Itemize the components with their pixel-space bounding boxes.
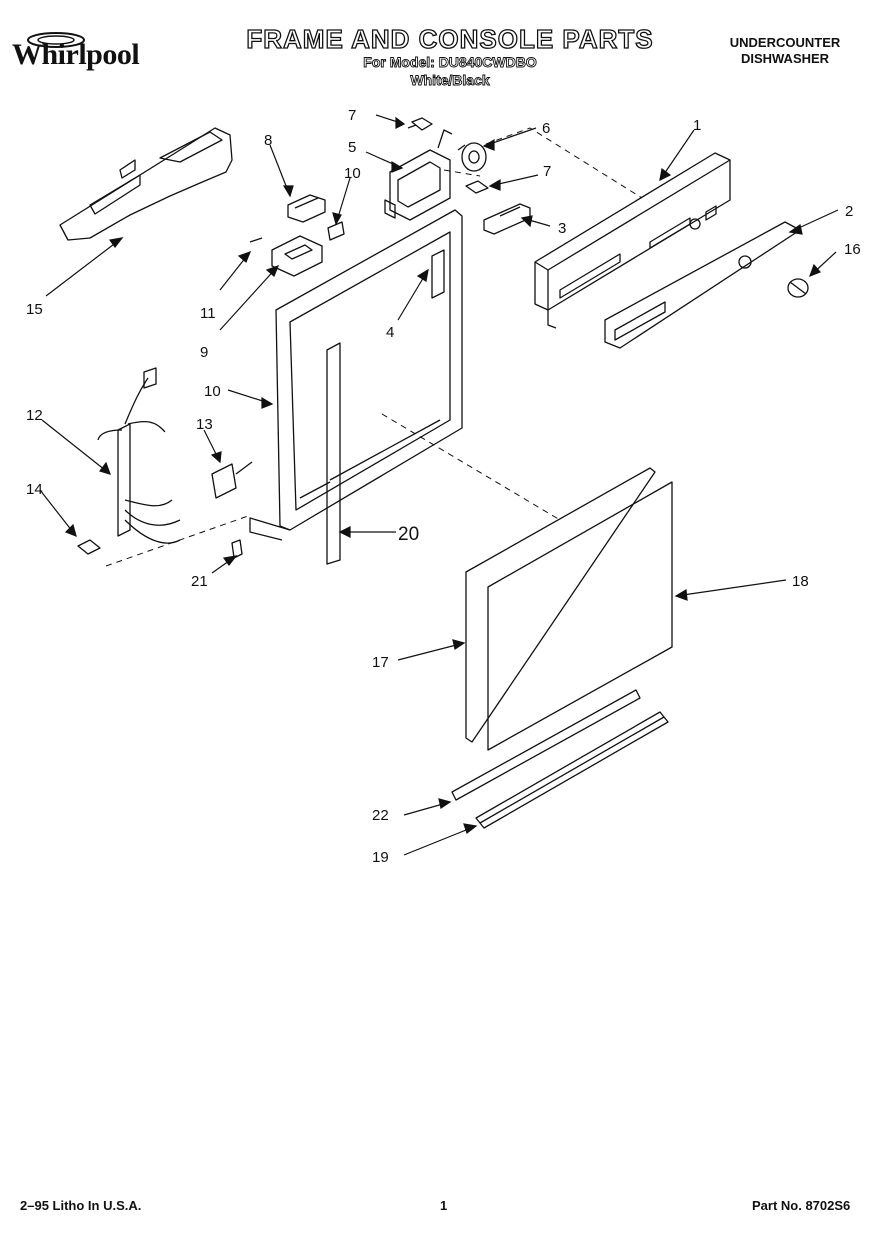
color-line: White/Black [410,72,490,89]
footer-part-number: Part No. 8702S6 [752,1198,851,1213]
part-17-knob [787,278,809,298]
part-12-pin [249,237,263,243]
appliance-type-line1: UNDERCOUNTER [729,35,841,50]
part-5-latch [384,129,453,221]
callout-4: 4 [386,324,394,341]
part-21-strip [326,342,341,565]
part-6-cam [457,142,487,172]
part-19-panel [487,481,673,751]
brand-name: Whirlpool [12,38,140,71]
model-line: For Model: DU840CWDBO [363,54,537,71]
part-11-clip [327,221,345,241]
callout-6: 6 [542,120,550,137]
part-10-holder [271,235,323,277]
callout-9: 8 [264,132,272,149]
part-22-clip [231,539,243,559]
part-23-trim [451,689,641,801]
part-18-panel [465,467,656,743]
part-14-switch [211,461,253,499]
callout-2: 2 [845,203,853,220]
callout-5: 5 [348,139,356,156]
callout-22: 21 [191,573,208,590]
part-4-plate [431,249,445,299]
callout-21: 20 [398,524,419,545]
part-8-frame [249,209,463,541]
callout-13: 12 [26,407,43,424]
whirlpool-logo: Whirlpool [8,30,178,80]
callout-16: 15 [26,301,43,318]
leader-lines [39,114,839,856]
logo-swirl-icon [27,32,85,48]
part-9-switch [287,194,326,223]
part-15-screw [77,539,101,555]
callout-12: 11 [200,305,216,322]
part-1-console [534,152,731,329]
part-16-bracket [59,127,233,241]
footer-page-number: 1 [440,1198,448,1213]
callout-14: 13 [196,416,213,433]
callout-17: 16 [844,241,861,258]
callout-7b: 7 [543,163,551,180]
part-2-trim [604,221,801,349]
callout-23: 22 [372,807,389,824]
callout-19: 18 [792,573,809,590]
footer-litho: 2–95 Litho In U.S.A. [20,1198,142,1213]
callout-3: 3 [558,220,566,237]
callout-18: 17 [372,654,389,671]
part-20-trim [475,711,669,829]
page-title: FRAME AND CONSOLE PARTS [246,23,654,54]
appliance-type-line2: DISHWASHER [740,51,830,66]
callout-11: 10 [344,165,361,182]
callout-7a: 7 [348,107,356,124]
part-7-screw-lower [465,180,489,194]
callout-20: 19 [372,849,389,866]
callout-labels: 7 6 5 7 1 2 3 16 8 10 11 9 4 10 12 13 14… [26,107,861,866]
callout-10: 9 [200,344,208,361]
callout-8: 10 [204,383,221,400]
part-7-screw-upper [407,117,433,131]
callout-1: 1 [693,117,701,134]
part-13-harness [97,367,181,544]
callout-15: 14 [26,481,43,498]
